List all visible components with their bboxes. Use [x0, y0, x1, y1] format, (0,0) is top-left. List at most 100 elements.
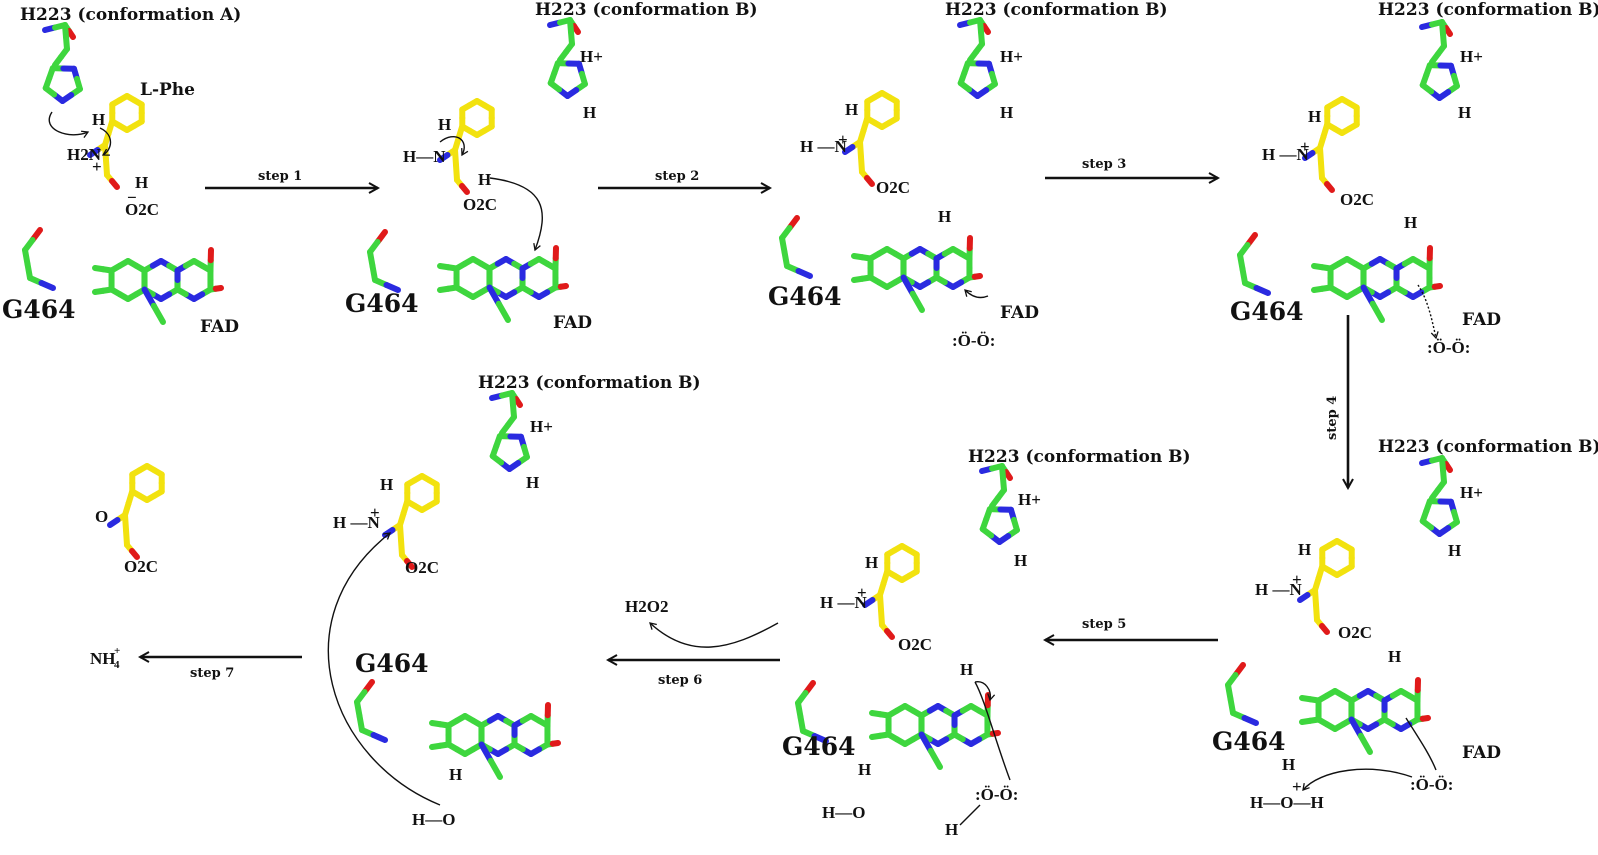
- phenylpyruvate-product: O O2C: [95, 463, 165, 576]
- phe-structure: [1297, 538, 1355, 635]
- charge-minus: −: [127, 188, 137, 207]
- charge-plus: +: [838, 130, 848, 149]
- h2o2-label: H2O2: [625, 597, 668, 616]
- water: H—O: [412, 810, 455, 829]
- atom-h: H: [865, 553, 878, 572]
- his-structure: [547, 17, 588, 99]
- g464-residue: [367, 229, 401, 293]
- fad-isoalloxazine: [437, 245, 569, 323]
- water: H—O: [822, 803, 865, 822]
- panel-step-3: H223 (conformation B) H+ H H H —N + O2C …: [768, 0, 1168, 350]
- his-hplus: H+: [1018, 490, 1041, 509]
- carboxylate-label: O2C: [124, 557, 158, 576]
- dioxygen: :Ö-Ö:: [1427, 338, 1470, 357]
- fad-h: H: [960, 660, 973, 679]
- carboxylate-label: O2C: [463, 195, 497, 214]
- fad-isoalloxazine: [429, 702, 561, 780]
- his-h: H: [1458, 103, 1471, 122]
- panel-step-1-start: H223 (conformation A) L-Phe H H2N + H O2…: [2, 5, 241, 337]
- ammonium-charge: +: [114, 645, 120, 657]
- step-4-label: step 4: [1325, 396, 1340, 440]
- atom-h-n: H —N: [820, 593, 867, 612]
- his-hplus: H+: [1460, 47, 1483, 66]
- h223-conformation-b-label: H223 (conformation B): [945, 0, 1168, 20]
- h223-imidazole: [42, 22, 83, 104]
- his-h: H: [526, 473, 539, 492]
- fad-h: H: [938, 207, 951, 226]
- his-h: H: [1014, 551, 1027, 570]
- atom-h-n: H —N: [800, 137, 847, 156]
- h223-conformation-b-label: H223 (conformation B): [1378, 0, 1598, 20]
- atom-h: H: [1308, 107, 1321, 126]
- peroxide-h: H: [945, 820, 958, 839]
- atom-h-n: H —N: [333, 513, 380, 532]
- fad-isoalloxazine: [92, 247, 224, 325]
- g464-label: G464: [2, 295, 76, 324]
- fad-isoalloxazine: [869, 692, 1001, 770]
- g464-label: G464: [782, 732, 856, 761]
- g464-residue: [1237, 232, 1271, 296]
- atom-h: H: [438, 115, 451, 134]
- water-h: H: [1282, 755, 1295, 774]
- atom-h-n: H —N: [1262, 145, 1309, 164]
- panel-step-6: H223 (conformation B) H+ H H H —N + O2C …: [782, 447, 1191, 839]
- fad-label: FAD: [200, 317, 239, 337]
- fad-isoalloxazine: [1299, 677, 1431, 755]
- fad-isoalloxazine: [1311, 245, 1443, 323]
- his-h: H: [1000, 103, 1013, 122]
- charge-plus: +: [370, 503, 380, 522]
- his-structure: [957, 17, 998, 99]
- hydronium: H—O—H: [1250, 793, 1324, 812]
- lphe-label: L-Phe: [140, 80, 195, 100]
- g464-label: G464: [355, 649, 429, 678]
- atom-h2n: H2N: [67, 145, 102, 164]
- phe-structure: [107, 463, 165, 560]
- keto-oxygen: O: [95, 507, 108, 526]
- his-hplus: H+: [1460, 483, 1483, 502]
- h223-conformation-b-label: H223 (conformation B): [535, 0, 758, 20]
- h223-conformation-b-label: H223 (conformation B): [1378, 437, 1598, 457]
- water-h: H: [858, 760, 871, 779]
- g464-label: G464: [1212, 727, 1286, 756]
- panel-step-7: H223 (conformation B) H+ H H H —N + O2C …: [327, 373, 701, 829]
- dioxygen: :Ö-Ö:: [1410, 775, 1453, 794]
- charge-plus: +: [1292, 570, 1302, 589]
- carboxylate-label: O2C: [898, 635, 932, 654]
- his-hplus: H+: [530, 417, 553, 436]
- atom-h: H: [92, 110, 105, 129]
- his-structure: [42, 22, 83, 104]
- step-2-label: step 2: [655, 169, 699, 184]
- his-structure: [1419, 19, 1460, 101]
- panel-step-5: H223 (conformation B) H+ H H H —N + O2C …: [1212, 437, 1598, 812]
- panel-step-2: H223 (conformation B) H+ H H H—N H O2C G…: [345, 0, 758, 333]
- ammonium-subscript: 4: [114, 659, 120, 671]
- his-hplus: H+: [580, 47, 603, 66]
- panel-step-4: H223 (conformation B) H+ H H H —N + O2C …: [1230, 0, 1598, 357]
- g464-residue: [354, 679, 388, 743]
- phe-structure: [842, 90, 900, 187]
- dioxygen: :Ö-Ö:: [952, 331, 995, 350]
- phe-structure: [87, 93, 145, 190]
- his-h: H: [583, 103, 596, 122]
- his-structure: [1419, 455, 1460, 537]
- carboxylate-label: O2C: [405, 558, 439, 577]
- dioxygen: :Ö-Ö:: [975, 785, 1018, 804]
- charge-plus: +: [92, 157, 102, 176]
- phe-structure: [1302, 96, 1360, 193]
- carboxylate-label: O2C: [125, 200, 159, 219]
- fad-label: FAD: [1462, 743, 1501, 763]
- water-h: H: [449, 765, 462, 784]
- charge-plus: +: [1292, 777, 1302, 796]
- g464-label: G464: [345, 289, 419, 318]
- atom-h: H: [380, 475, 393, 494]
- g464-label: G464: [1230, 297, 1304, 326]
- carboxylate-label: O2C: [876, 178, 910, 197]
- step-5-label: step 5: [1082, 617, 1126, 632]
- g464-residue: [795, 680, 829, 744]
- fad-isoalloxazine: [851, 235, 983, 313]
- h223-conformation-b-label: H223 (conformation B): [478, 373, 701, 393]
- phe-structure: [862, 543, 920, 640]
- charge-plus: +: [857, 583, 867, 602]
- fad-h: H: [1404, 213, 1417, 232]
- his-hplus: H+: [1000, 47, 1023, 66]
